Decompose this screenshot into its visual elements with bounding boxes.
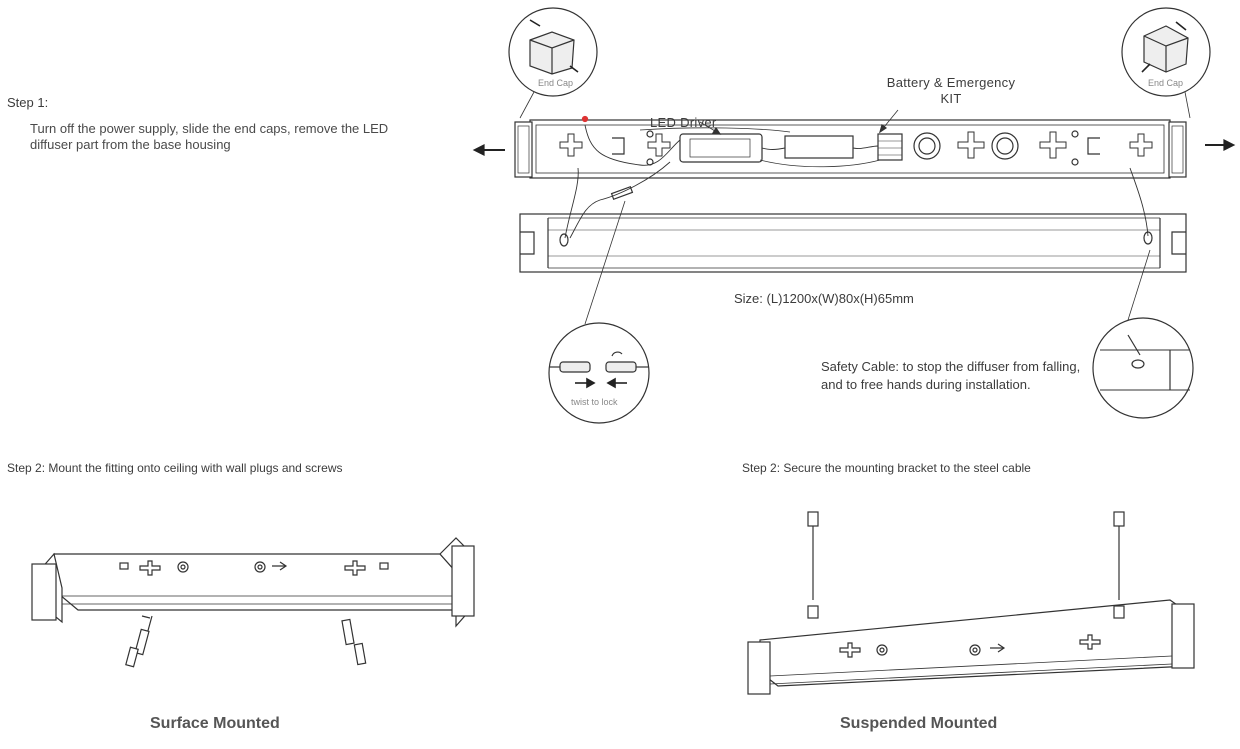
- end-cap-callout-right: [1121, 7, 1211, 119]
- suspended-mounted-caption: Suspended Mounted: [840, 715, 998, 732]
- safety-cable-callout: [1092, 249, 1194, 419]
- led-driver-label: LED Driver: [650, 115, 717, 130]
- suspended-mounted-fixture: [747, 511, 1195, 695]
- step1-body: Turn off the power supply, slide the end…: [30, 121, 389, 152]
- end-cap-callout-left: [508, 7, 598, 119]
- twist-to-lock-label: twist to lock: [571, 397, 618, 407]
- terminal-block: [877, 133, 903, 161]
- twist-lock-callout: [548, 200, 650, 424]
- safety-cable-left: [564, 167, 579, 239]
- step1-title: Step 1:: [7, 95, 49, 110]
- step2-surface-instruction: Step 2: Mount the fitting onto ceiling w…: [7, 461, 343, 475]
- surface-mounted-fixture: [31, 537, 475, 628]
- size-label: Size: (L)1200x(W)80x(H)65mm: [734, 291, 914, 306]
- safety-cable-label: Safety Cable: to stop the diffuser from …: [821, 359, 1081, 392]
- safety-cable-right: [1129, 167, 1149, 237]
- surface-mounted-caption: Surface Mounted: [150, 715, 280, 732]
- step2-suspended-instruction: Step 2: Secure the mounting bracket to t…: [742, 461, 1031, 475]
- battery-kit-label: Battery & Emergency KIT: [886, 75, 1016, 106]
- cross-cutouts: [559, 131, 1153, 159]
- end-cap-label-right: End Cap: [1148, 78, 1183, 88]
- screws: [125, 615, 367, 668]
- base-housing: [514, 115, 1187, 179]
- battery-box: [784, 135, 854, 159]
- end-cap-label-left: End Cap: [538, 78, 573, 88]
- slide-arrows: [472, 139, 1236, 156]
- led-diffuser: [519, 213, 1187, 273]
